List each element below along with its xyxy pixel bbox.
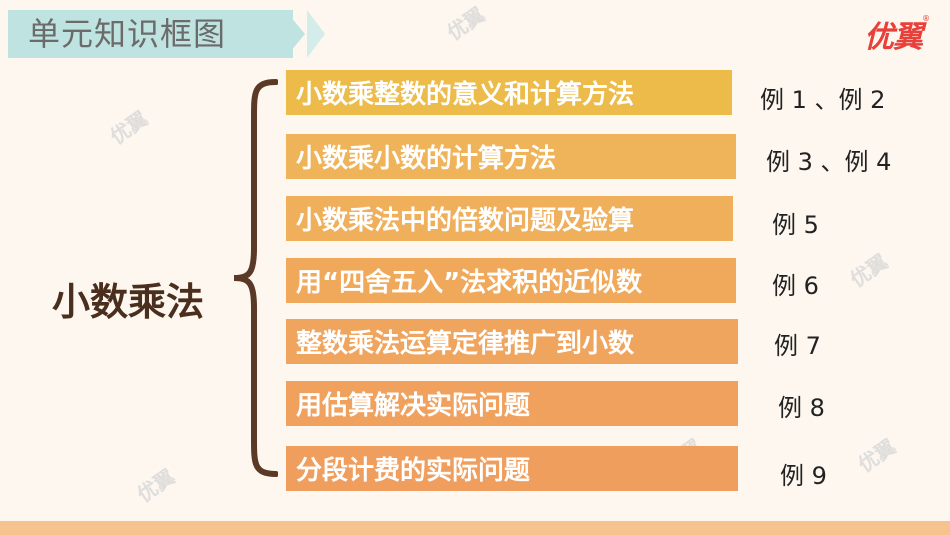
- example-reference: 例 6: [772, 272, 819, 300]
- curly-brace-icon: [233, 79, 278, 477]
- topic-label: 用“四舍五入”法求积的近似数: [296, 268, 643, 298]
- example-reference: 例 1 、例 2: [760, 86, 886, 114]
- topic-row: 整数乘法运算定律推广到小数: [286, 319, 738, 364]
- page-title: 单元知识框图: [28, 15, 227, 53]
- title-arrow-decoration: [285, 10, 305, 58]
- topic-row: 用估算解决实际问题: [286, 381, 738, 426]
- title-banner: [8, 10, 293, 58]
- topic-row: 分段计费的实际问题: [286, 446, 738, 491]
- watermark: 优翼: [105, 106, 153, 150]
- title-arrow-decoration-2: [307, 10, 325, 58]
- topic-row: 小数乘小数的计算方法: [286, 134, 736, 179]
- registered-mark-icon: ®: [922, 14, 930, 23]
- watermark: 优翼: [442, 2, 490, 46]
- example-reference: 例 8: [778, 394, 825, 422]
- watermark: 优翼: [132, 464, 180, 508]
- topic-label: 用估算解决实际问题: [296, 391, 531, 421]
- example-reference: 例 5: [772, 211, 819, 239]
- example-reference: 例 9: [780, 462, 827, 490]
- topic-row: 小数乘整数的意义和计算方法: [286, 70, 732, 115]
- main-topic: 小数乘法: [52, 280, 205, 324]
- topic-label: 小数乘小数的计算方法: [296, 144, 557, 174]
- topic-label: 小数乘法中的倍数问题及验算: [296, 206, 635, 236]
- topic-row: 小数乘法中的倍数问题及验算: [286, 196, 733, 241]
- topic-label: 分段计费的实际问题: [296, 456, 531, 486]
- topic-label: 小数乘整数的意义和计算方法: [296, 80, 635, 110]
- topic-row: 用“四舍五入”法求积的近似数: [286, 258, 736, 303]
- example-reference: 例 3 、例 4: [766, 148, 892, 176]
- watermark: 优翼: [853, 434, 901, 478]
- footer-bar: [0, 521, 950, 535]
- brand-logo: 优翼: [864, 20, 923, 55]
- example-reference: 例 7: [774, 332, 821, 360]
- topic-label: 整数乘法运算定律推广到小数: [296, 329, 635, 359]
- watermark: 优翼: [845, 249, 893, 293]
